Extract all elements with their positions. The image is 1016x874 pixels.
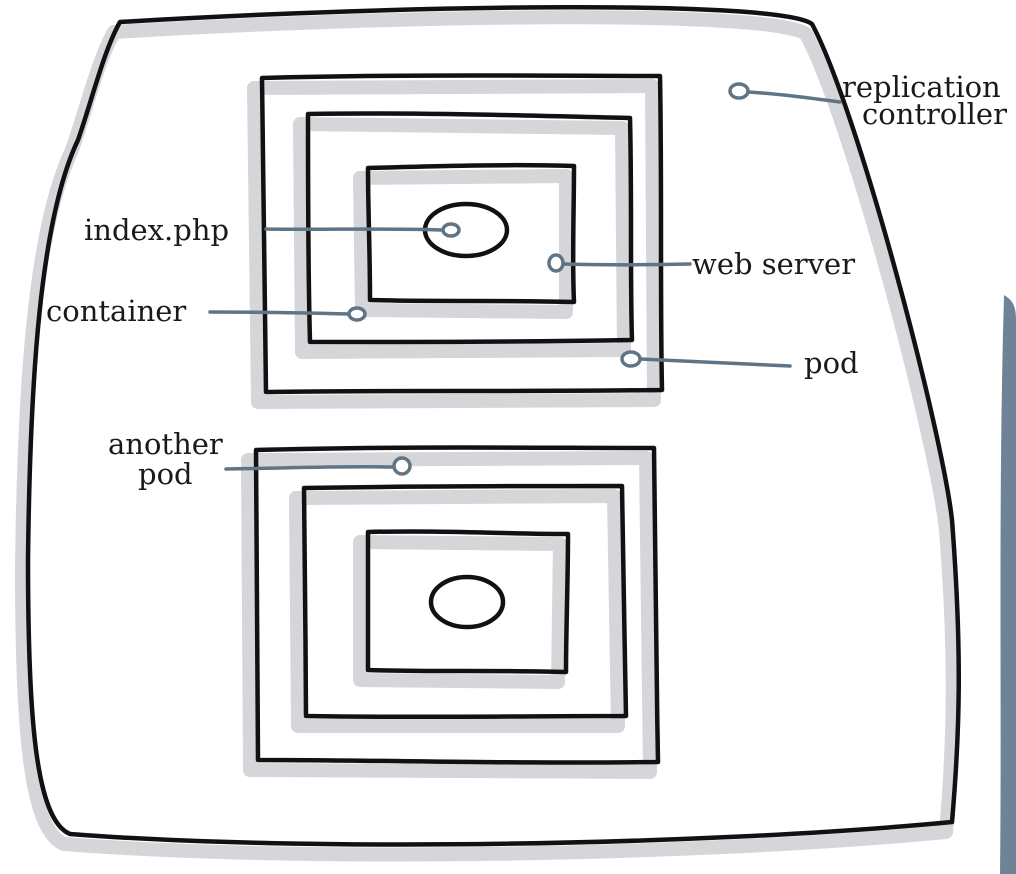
label-another-pod: pod [138, 457, 193, 491]
pointer-another-pod [224, 456, 412, 476]
pointer-replication-controller [728, 82, 842, 104]
pointer-pod [620, 350, 792, 368]
pointer-container [208, 306, 367, 322]
another-container-box [301, 483, 629, 720]
another-container-shadow [289, 489, 625, 733]
replication-controller-shadow [15, 10, 960, 862]
another-web-server-shadow [353, 535, 567, 689]
pod-shadow [247, 79, 661, 409]
replication-controller-boundary [25, 4, 961, 847]
container-shadow [293, 117, 631, 359]
pointer-index-php [264, 222, 461, 238]
label-web-server: web server [692, 247, 855, 281]
label-pod: pod [804, 346, 859, 380]
pointer-web-server [547, 253, 692, 273]
web-server-box [365, 162, 577, 305]
label-another: another [108, 427, 223, 461]
another-index-php-file [428, 574, 506, 630]
web-server-shadow [353, 169, 573, 319]
label-replication: replication [842, 70, 1001, 104]
another-web-server-box [365, 529, 571, 675]
another-pod-box [253, 445, 661, 765]
pod-box [259, 73, 665, 395]
label-container: container [46, 294, 186, 328]
another-pod-shadow [241, 451, 657, 779]
label-controller: controller [862, 97, 1007, 131]
container-box [305, 111, 635, 345]
label-index-php: index.php [84, 213, 229, 247]
edge-stripe [1000, 295, 1016, 874]
